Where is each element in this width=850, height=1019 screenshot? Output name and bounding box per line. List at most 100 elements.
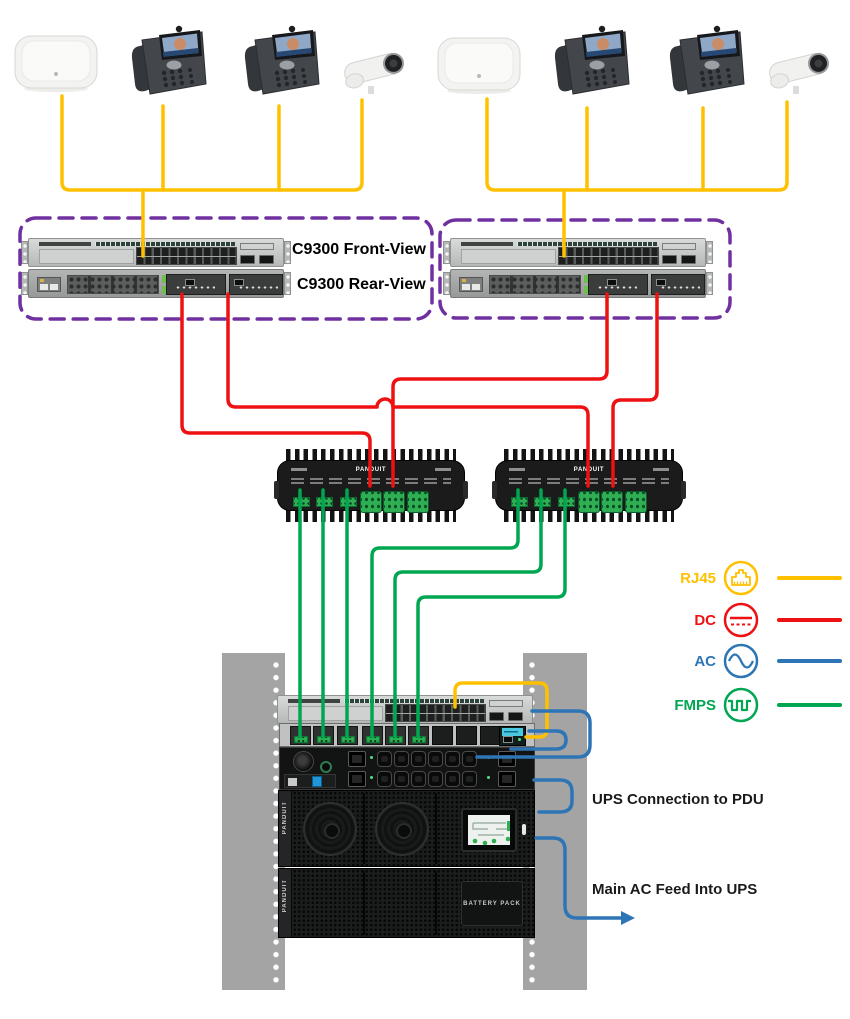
rack-ear: [21, 272, 28, 295]
mount-tab: [492, 481, 497, 499]
ip-video-phone: [650, 24, 750, 104]
c13-outlet-row: [377, 771, 479, 787]
fan-modules: [489, 275, 581, 294]
main-ac-feed-label: Main AC Feed Into UPS: [592, 881, 758, 898]
micro-text-row: [291, 478, 451, 480]
switch-brand-strip: [288, 699, 340, 703]
controller-port: [503, 736, 513, 743]
c19-outlet: [348, 771, 366, 787]
c13-outlet: [461, 771, 477, 787]
label-tag: [435, 468, 451, 471]
panel-seam: [435, 793, 437, 864]
ups-display: [461, 808, 517, 852]
console-port: [662, 243, 696, 250]
ethernet-port: [288, 778, 297, 786]
fmps-output-port: [534, 497, 551, 507]
fmps-output-port: [293, 497, 310, 507]
switch-port-grid: [385, 704, 486, 722]
legend-row-fmps: FMPS: [668, 685, 848, 725]
status-led: [370, 756, 373, 759]
c13-outlet: [427, 751, 443, 767]
legend-label-fmps: FMPS: [674, 696, 716, 714]
fmps-transmitter-left: PANDUIT: [274, 449, 468, 522]
fmps-receiver-module: [313, 726, 334, 745]
mount-tab: [681, 481, 686, 499]
power-supply-2: [651, 274, 705, 295]
pdu-control-panel: [284, 774, 336, 788]
label-tag: [509, 468, 525, 471]
access-point: [433, 30, 525, 96]
c9300-rear-view-left: [21, 269, 291, 298]
fmps-receiver-module: [385, 726, 406, 745]
rack-holes: [271, 659, 281, 986]
mgmt-ports: [459, 277, 483, 292]
fmps-terminal: [340, 736, 355, 743]
c13-outlet: [427, 771, 443, 787]
c13-outlet: [393, 751, 409, 767]
ip-video-phone: [535, 24, 635, 104]
mgmt-ports: [37, 277, 61, 292]
legend-row-rj45: RJ45: [668, 558, 848, 598]
ups-display-screen: [468, 815, 510, 845]
power-supply-1: [166, 274, 226, 295]
panel-seam: [363, 793, 365, 864]
psu-socket: [185, 279, 195, 286]
rj45-icon: [721, 558, 761, 598]
psu-socket: [656, 279, 666, 286]
battery-brand-strip: PANDUIT: [279, 869, 292, 937]
uplink-port: [489, 712, 504, 721]
legend-row-ac: AC: [668, 641, 848, 681]
c13-outlet: [444, 751, 460, 767]
switch-blank-panel: [461, 249, 556, 264]
console-port: [240, 243, 274, 250]
dc-input-terminal: [360, 491, 382, 513]
micro-text-row: [509, 482, 669, 484]
uplink-port: [259, 255, 274, 264]
c13-outlet-row: [377, 751, 479, 767]
fmps-terminal: [411, 736, 426, 743]
switch-blank-panel: [39, 249, 134, 264]
empty-slot: [432, 726, 453, 745]
c9300-rear-view-right: [443, 269, 713, 298]
fmps-terminal: [388, 736, 403, 743]
c19-outlet: [498, 771, 516, 787]
mount-tab: [463, 481, 468, 499]
fmps-receiver-module: [337, 726, 358, 745]
status-led: [487, 756, 490, 759]
panduit-logo: PANDUIT: [573, 467, 605, 473]
switch-brand-strip: [461, 242, 513, 246]
switch-status-leds: [517, 242, 657, 246]
fmps-terminal: [365, 736, 380, 743]
label-tag: [653, 468, 669, 471]
dc-input-terminal: [383, 491, 405, 513]
uplink-port: [240, 255, 255, 264]
dc-input-terminal: [625, 491, 647, 513]
fmps-body: PANDUIT: [492, 460, 686, 513]
rack-ear: [443, 241, 450, 264]
c9300-rack-switch: [277, 695, 533, 724]
main-feed-arrowhead: [621, 911, 635, 925]
fmps-terminal: [293, 736, 308, 743]
ups-power-button: [522, 824, 526, 835]
switch-brand-strip: [39, 242, 91, 246]
dc-icon: [721, 600, 761, 640]
panel-seam: [363, 871, 365, 935]
power-supply-2: [229, 274, 283, 295]
switch-status-leds: [344, 699, 484, 703]
legend-line-dc: [777, 618, 842, 622]
locking-connector: [320, 761, 332, 773]
c13-outlet: [377, 771, 392, 787]
fmps-output-port: [316, 497, 333, 507]
fmps-terminal: [316, 736, 331, 743]
panduit-logo: PANDUIT: [355, 467, 387, 473]
ac-icon: [721, 641, 761, 681]
rack-ear: [284, 241, 291, 264]
empty-slot: [456, 726, 477, 745]
uplink-port: [662, 255, 677, 264]
rack-ear: [21, 241, 28, 264]
rack-ear: [706, 241, 713, 264]
c13-outlet: [410, 751, 426, 767]
micro-text-row: [509, 478, 669, 480]
fmps-output-port: [558, 497, 575, 507]
console-port: [489, 700, 523, 707]
